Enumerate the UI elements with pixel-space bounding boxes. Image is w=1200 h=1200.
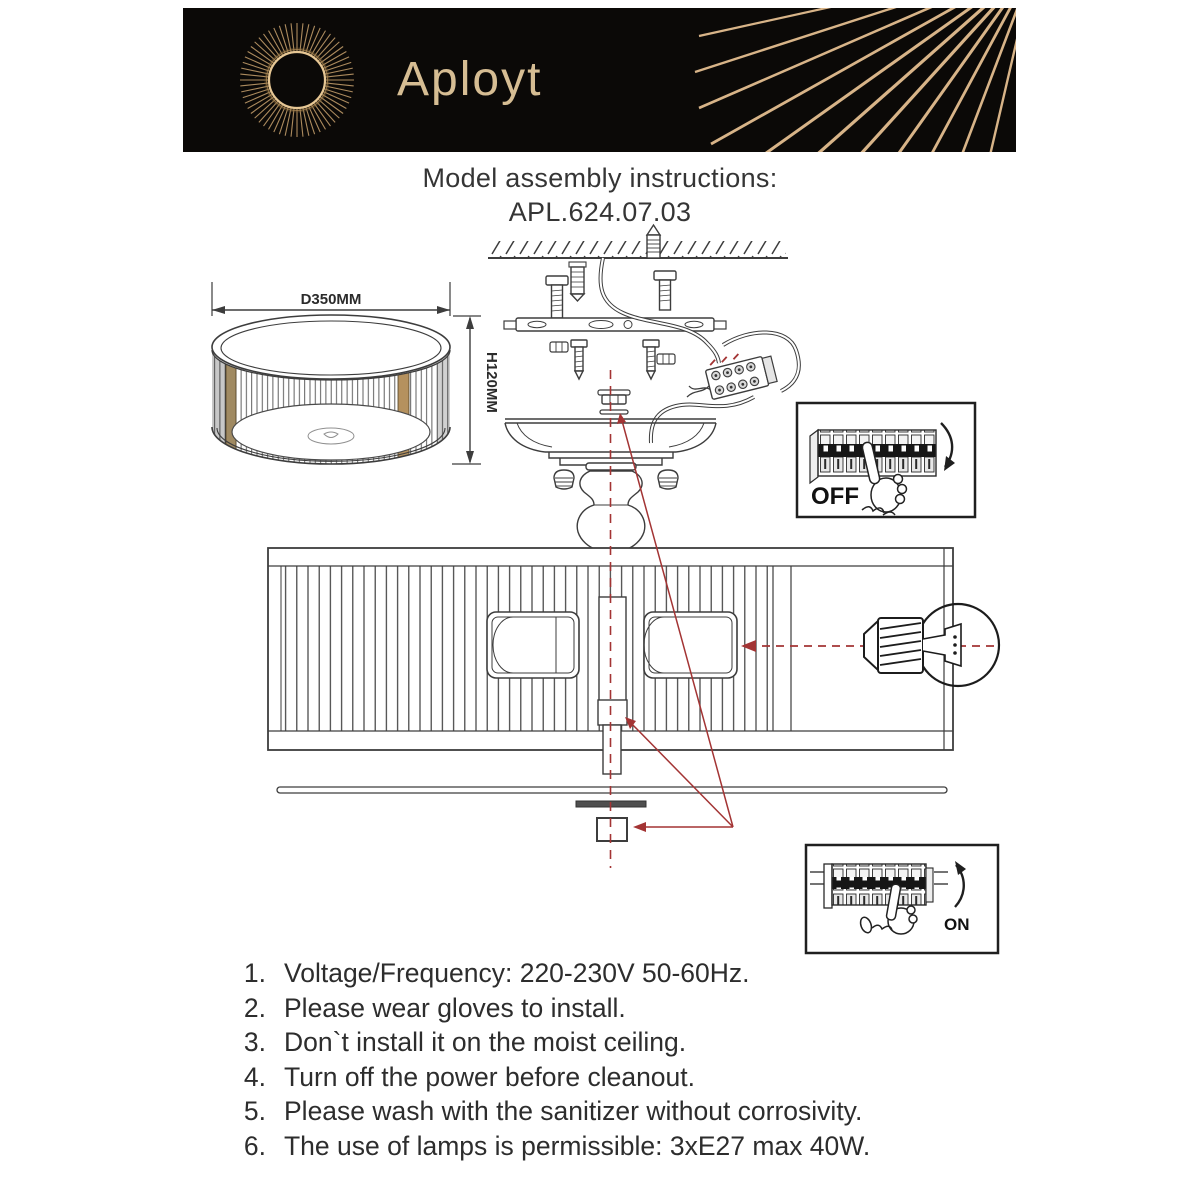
ceiling-mount-assembly xyxy=(488,223,788,415)
pointing-hand-icon xyxy=(861,441,908,516)
hex-nut xyxy=(597,389,631,405)
light-bulb xyxy=(863,602,1001,688)
off-breaker-box: OFF xyxy=(795,401,977,519)
small-clip-left xyxy=(549,341,569,353)
rotate-on-arrow-icon xyxy=(954,861,966,908)
mounting-bolt-left xyxy=(545,275,569,319)
bottom-fixing-parts xyxy=(276,786,948,842)
off-breaker-panel xyxy=(809,428,937,485)
mounting-bracket xyxy=(503,317,727,332)
stem-coupler xyxy=(597,699,628,726)
lamp-socket-left xyxy=(486,611,580,679)
instruction-item: 6. The use of lamps is permissible: 3xE2… xyxy=(222,1129,870,1164)
tapping-screw-right xyxy=(642,339,660,381)
small-clip-right xyxy=(656,353,676,365)
tapping-screw-left xyxy=(570,339,588,381)
center-hub xyxy=(598,596,627,702)
mounting-bolt-right xyxy=(653,270,677,311)
instruction-item: 1. Voltage/Frequency: 220-230V 50-60Hz. xyxy=(222,956,870,991)
on-label: ON xyxy=(944,915,970,934)
diameter-label: D350MM xyxy=(301,291,362,308)
height-label: H120MM xyxy=(483,352,500,413)
page-title: Model assembly instructions: xyxy=(422,163,778,193)
lamp-socket-right xyxy=(643,611,738,679)
dimension-height: H120MM xyxy=(452,315,500,465)
drum-shade-section xyxy=(267,547,954,775)
thumb-screw-left xyxy=(553,469,575,490)
washer xyxy=(599,409,629,415)
decorative-rays-icon xyxy=(694,8,1016,152)
instruction-text: The use of lamps is permissible: 3xE27 m… xyxy=(284,1130,871,1161)
rotate-off-arrow-icon xyxy=(940,422,955,471)
instruction-text: Don`t install it on the moist ceiling. xyxy=(284,1027,687,1058)
instruction-item: 3. Don`t install it on the moist ceiling… xyxy=(222,1025,870,1060)
terminal-block xyxy=(705,353,778,400)
instruction-number: 1. xyxy=(243,958,266,988)
on-breaker-panel xyxy=(810,863,948,909)
model-number: APL.624.07.03 xyxy=(508,197,692,227)
instruction-number: 6. xyxy=(243,1130,266,1161)
ceiling-hatch xyxy=(488,241,788,259)
header-banner: Aployt xyxy=(183,8,1016,152)
pointing-hand-icon xyxy=(859,883,918,935)
thumb-screw-right xyxy=(657,469,679,490)
instruction-number: 2. xyxy=(243,992,266,1023)
wall-plug xyxy=(568,261,587,303)
threaded-stem xyxy=(602,724,622,775)
instruction-number: 4. xyxy=(243,1061,266,1092)
instruction-text: Voltage/Frequency: 220-230V 50-60Hz. xyxy=(284,958,750,988)
instruction-item: 4. Turn off the power before cleanout. xyxy=(222,1060,870,1095)
instruction-text: Please wash with the sanitizer without c… xyxy=(284,1096,863,1127)
power-wire xyxy=(598,257,801,444)
instruction-text: Please wear gloves to install. xyxy=(284,992,626,1023)
retaining-ring xyxy=(276,786,948,794)
square-nut xyxy=(596,817,628,842)
banner-artwork xyxy=(221,8,1016,152)
instruction-number: 5. xyxy=(243,1096,266,1127)
dimension-diameter: D350MM xyxy=(211,282,451,316)
instruction-text: Turn off the power before cleanout. xyxy=(284,1061,696,1092)
brand-name: Aployt xyxy=(397,53,543,106)
on-breaker-box: ON xyxy=(804,843,1000,955)
instructions-list: 1. Voltage/Frequency: 220-230V 50-60Hz. … xyxy=(222,956,870,1164)
instruction-item: 5. Please wash with the sanitizer withou… xyxy=(222,1094,870,1129)
off-label: OFF xyxy=(811,483,859,510)
instruction-item: 2. Please wear gloves to install. xyxy=(222,991,870,1026)
lamp-front-view: D350MM H120MM xyxy=(211,282,500,465)
expansion-anchor xyxy=(645,223,662,259)
instruction-number: 3. xyxy=(243,1027,266,1058)
starburst-logo-icon xyxy=(221,8,373,152)
